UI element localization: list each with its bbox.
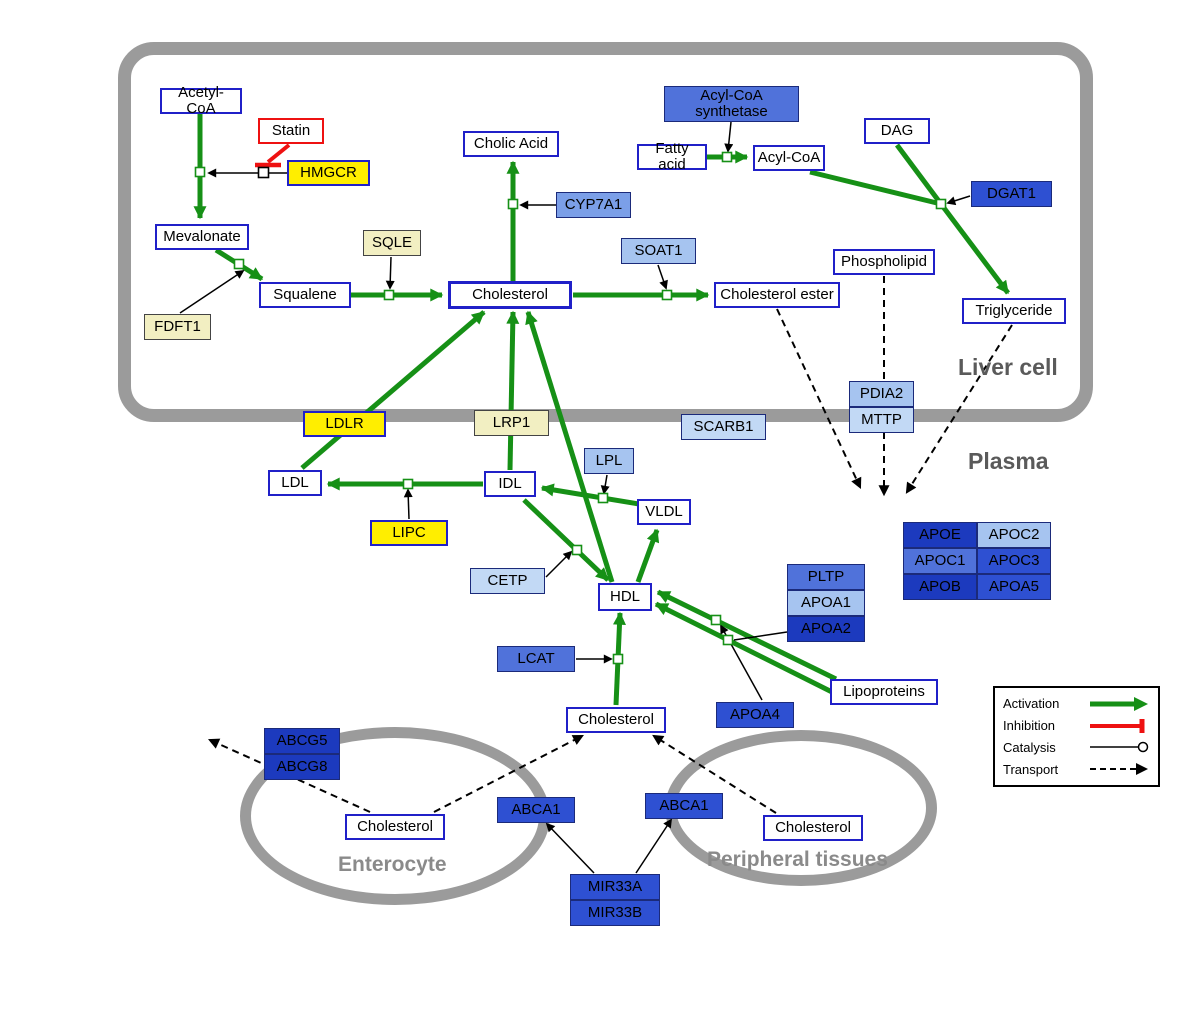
node-cholesterol-enterocyte[interactable]: Cholesterol — [345, 814, 445, 840]
node-pdia2[interactable]: PDIA2 — [849, 381, 914, 407]
node-abca1-enterocyte[interactable]: ABCA1 — [497, 797, 575, 823]
node-cholesterol-plasma[interactable]: Cholesterol — [566, 707, 666, 733]
node-vldl[interactable]: VLDL — [637, 499, 691, 525]
plasma-label: Plasma — [968, 448, 1049, 474]
node-triglyceride[interactable]: Triglyceride — [962, 298, 1066, 324]
catalysis-apoa4 — [720, 624, 763, 701]
node-apoc1[interactable]: APOC1 — [903, 548, 977, 574]
node-lipoproteins[interactable]: Lipoproteins — [830, 679, 938, 705]
node-apob[interactable]: APOB — [903, 574, 977, 600]
legend-inhibition-label: Inhibition — [1003, 718, 1056, 734]
edge-hdl-vldl — [635, 528, 660, 583]
enterocyte-label: Enterocyte — [338, 853, 447, 876]
node-phospholipid[interactable]: Phospholipid — [833, 249, 935, 275]
node-lpl[interactable]: LPL — [584, 448, 634, 474]
node-acyl-coa-synthetase[interactable]: Acyl-CoA synthetase — [664, 86, 799, 122]
node-dag[interactable]: DAG — [864, 118, 930, 144]
peripheral-tissues-label: Peripheral tissues — [707, 848, 888, 871]
legend-catalysis-row: Catalysis — [1003, 737, 1150, 759]
node-cholesterol-ester[interactable]: Cholesterol ester — [714, 282, 840, 308]
legend-activation-row: Activation — [1003, 693, 1150, 715]
edge-vldl-idl — [540, 483, 646, 508]
node-soat1[interactable]: SOAT1 — [621, 238, 696, 264]
node-hmgcr[interactable]: HMGCR — [287, 160, 370, 186]
liver-cell-membrane — [118, 42, 1093, 422]
node-squalene[interactable]: Squalene — [259, 282, 351, 308]
node-abcg5[interactable]: ABCG5 — [264, 728, 340, 754]
catalysis-lpl — [600, 474, 610, 495]
catalysis-circle-icon — [1090, 742, 1149, 753]
node-ldl[interactable]: LDL — [268, 470, 322, 496]
node-mevalonate[interactable]: Mevalonate — [155, 224, 249, 250]
inhibition-tbar-icon — [1090, 718, 1145, 733]
node-apoa4[interactable]: APOA4 — [716, 702, 794, 728]
node-lipc[interactable]: LIPC — [370, 520, 448, 546]
node-apoa2[interactable]: APOA2 — [787, 616, 865, 642]
mir33-abca1-left — [545, 822, 595, 874]
legend-activation-label: Activation — [1003, 696, 1060, 712]
node-apoc3[interactable]: APOC3 — [977, 548, 1051, 574]
legend: Activation Inhibition Catalysis Transpor… — [993, 686, 1160, 787]
legend-catalysis-label: Catalysis — [1003, 739, 1056, 755]
node-acetyl-coa[interactable]: Acetyl-CoA — [160, 85, 242, 116]
node-fdft1[interactable]: FDFT1 — [144, 314, 211, 340]
node-apoe[interactable]: APOE — [903, 522, 977, 548]
node-cetp[interactable]: CETP — [470, 568, 545, 594]
node-apoc2[interactable]: APOC2 — [977, 522, 1051, 548]
node-mttp[interactable]: MTTP — [849, 407, 914, 433]
node-cholesterol-peripheral[interactable]: Cholesterol — [763, 815, 863, 841]
node-ldlr[interactable]: LDLR — [303, 411, 386, 437]
mir33-abca1-right — [635, 818, 672, 874]
liver-cell-label: Liver cell — [958, 354, 1058, 380]
node-apoa5[interactable]: APOA5 — [977, 574, 1051, 600]
catalysis-lipc — [403, 488, 413, 520]
node-idl[interactable]: IDL — [484, 471, 536, 497]
node-abca1-peripheral[interactable]: ABCA1 — [645, 793, 723, 819]
node-acyl-coa[interactable]: Acyl-CoA — [753, 145, 825, 171]
node-sqle[interactable]: SQLE — [363, 230, 421, 256]
transport-dashed-arrow-icon — [1090, 763, 1148, 776]
node-cyp7a1[interactable]: CYP7A1 — [556, 192, 631, 218]
node-lcat[interactable]: LCAT — [497, 646, 575, 672]
node-cholesterol-liver[interactable]: Cholesterol — [448, 281, 572, 309]
edge-cholesterolplasma-hdl — [612, 611, 626, 706]
legend-inhibition-row: Inhibition — [1003, 715, 1150, 737]
catalysis-apoa-stack — [733, 631, 788, 641]
node-hdl[interactable]: HDL — [598, 583, 652, 611]
node-dgat1[interactable]: DGAT1 — [971, 181, 1052, 207]
node-scarb1[interactable]: SCARB1 — [681, 414, 766, 440]
legend-transport-row: Transport — [1003, 758, 1150, 780]
node-cholic-acid[interactable]: Cholic Acid — [463, 131, 559, 157]
activation-arrow-icon — [1090, 696, 1148, 711]
node-statin[interactable]: Statin — [258, 118, 324, 144]
node-fatty-acid[interactable]: Fatty acid — [637, 141, 707, 172]
node-apoa1[interactable]: APOA1 — [787, 590, 865, 616]
node-mir33b[interactable]: MIR33B — [570, 900, 660, 926]
node-mir33a[interactable]: MIR33A — [570, 874, 660, 900]
node-abcg8[interactable]: ABCG8 — [264, 754, 340, 780]
node-lrp1[interactable]: LRP1 — [474, 410, 549, 436]
node-pltp[interactable]: PLTP — [787, 564, 865, 590]
legend-transport-label: Transport — [1003, 761, 1059, 777]
catalysis-cetp — [545, 550, 573, 578]
